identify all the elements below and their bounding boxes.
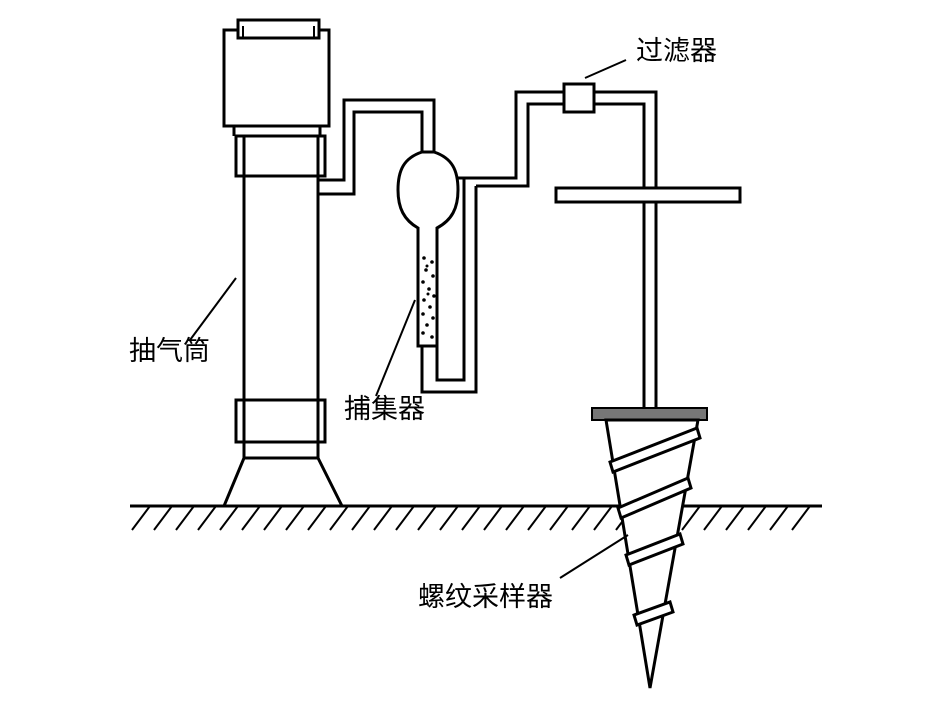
spiral-flight-2: [616, 475, 693, 521]
leader-collector: [375, 299, 416, 397]
label-filter: 过滤器: [636, 36, 717, 67]
collector-packing: [421, 256, 436, 339]
lower-seal: [234, 398, 327, 444]
pump-handle-box: [222, 28, 331, 128]
sampler-cap-plate: [591, 407, 708, 421]
tube-pump-to-collector: [318, 98, 436, 196]
pump-base: [221, 456, 345, 508]
filter: [562, 82, 658, 188]
ground: [130, 504, 822, 531]
spiral-sampler: [604, 418, 702, 689]
upper-seal: [234, 134, 327, 178]
label-collector: 捕集器: [344, 394, 425, 425]
leader-spiral-sampler: [559, 534, 629, 579]
pump-handle-top: [236, 18, 321, 40]
sampler-t-handle: [554, 186, 742, 421]
spiral-flight-1: [608, 426, 702, 474]
collector: [396, 150, 478, 394]
spiral-flight-3: [624, 532, 685, 567]
tube-collector-to-filter: [464, 90, 566, 188]
spiral-flight-4: [632, 600, 675, 627]
filter-body: [562, 82, 596, 114]
label-spiral-sampler: 螺纹采样器: [418, 582, 553, 613]
leader-pump-cylinder: [189, 277, 237, 341]
collector-bulb: [396, 150, 460, 348]
t-handle-bar: [554, 186, 742, 204]
pump-cylinder: [221, 18, 345, 508]
ground-hatching: [131, 505, 811, 531]
label-pump-cylinder: 抽气筒: [129, 336, 210, 367]
leader-filter: [584, 59, 627, 79]
leader-lines: [189, 59, 629, 579]
